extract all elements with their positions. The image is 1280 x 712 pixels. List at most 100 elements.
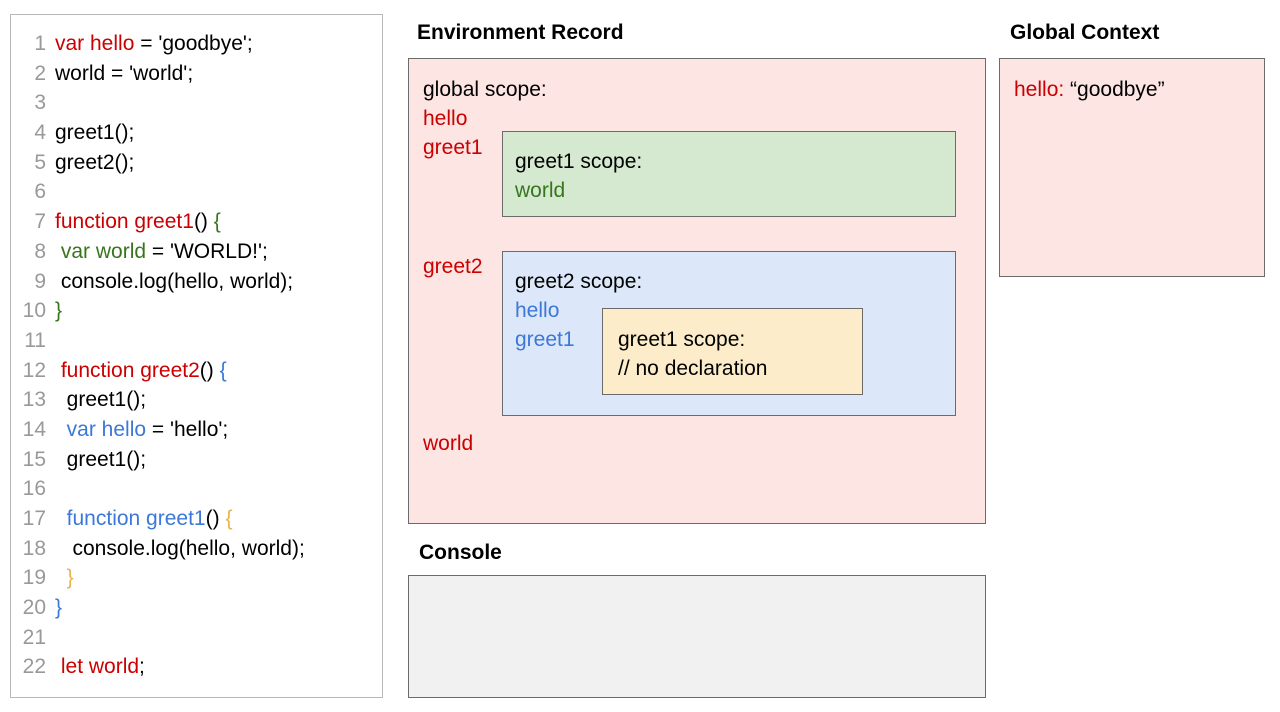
global-context-title: Global Context <box>1010 21 1160 44</box>
line-number: 3 <box>34 91 46 115</box>
code-token <box>55 418 67 441</box>
code-line: 11 <box>11 326 382 356</box>
code-token: function greet2 <box>60 358 200 382</box>
global-context-entry-value: “goodbye” <box>1070 78 1165 101</box>
code-line-text: greet1(); <box>55 445 146 475</box>
code-token: () <box>205 507 226 530</box>
code-line-text: console.log(hello, world); <box>55 534 305 564</box>
code-line: 9 console.log(hello, world); <box>11 267 382 297</box>
code-line-text: function greet1() { <box>55 504 233 534</box>
greet2-binding-hello: hello <box>515 299 560 322</box>
code-line-text: greet1(); <box>55 118 134 148</box>
code-token: console.log(hello, world); <box>55 269 294 293</box>
global-binding-greet2: greet2 <box>423 255 483 278</box>
line-number: 2 <box>34 61 46 85</box>
code-line: 14 var hello = 'hello'; <box>11 415 382 445</box>
line-number: 16 <box>22 477 46 501</box>
code-line: 15 greet1(); <box>11 445 382 475</box>
code-line-text: function greet2() { <box>55 356 227 386</box>
environment-record-title: Environment Record <box>417 21 624 44</box>
line-number: 17 <box>22 507 46 530</box>
code-token: } <box>55 299 63 323</box>
console-output-box[interactable] <box>408 575 986 698</box>
line-number: 6 <box>34 180 46 204</box>
line-number: 12 <box>22 358 46 382</box>
greet1-inner-scope-box: greet1 scope: // no declaration <box>602 308 863 395</box>
global-context-entry-key: hello: <box>1014 78 1065 101</box>
code-line-text: } <box>55 593 62 623</box>
line-number: 20 <box>22 596 46 620</box>
code-token: () <box>199 358 220 382</box>
code-token: function greet1 <box>55 210 194 234</box>
console-title: Console <box>419 541 502 564</box>
greet2-scope-box: greet2 scope: hello greet1 greet1 scope:… <box>502 251 956 416</box>
code-line: 2 world = 'world'; <box>11 59 382 89</box>
code-token: greet1(); <box>55 388 147 412</box>
global-scope-heading: global scope: <box>423 78 547 101</box>
global-binding-hello: hello <box>423 107 468 130</box>
code-token: var hello <box>55 32 135 55</box>
global-binding-greet1: greet1 <box>423 136 483 159</box>
greet1-scope-heading: greet1 scope: <box>515 150 643 173</box>
line-number: 8 <box>34 239 46 263</box>
line-number: 9 <box>34 269 46 293</box>
code-token: greet1(); <box>55 121 135 145</box>
code-token: greet2(); <box>55 150 135 174</box>
code-line-text: function greet1() { <box>55 207 221 237</box>
line-number: 1 <box>34 32 46 55</box>
line-number: 7 <box>34 210 46 234</box>
code-line: 5 greet2(); <box>11 148 382 178</box>
greet1-binding-world: world <box>515 179 566 202</box>
code-editor-panel[interactable]: 1 var hello = 'goodbye'; 2 world = 'world';… <box>10 14 383 698</box>
greet1-scope-box: greet1 scope: world <box>502 131 956 217</box>
code-token: world = 'world'; <box>55 61 194 85</box>
line-number: 14 <box>22 417 46 441</box>
greet1-inner-scope-note: // no declaration <box>618 357 768 380</box>
code-line: 22 let world; <box>11 652 382 682</box>
code-line: 10} <box>11 296 382 326</box>
line-number: 5 <box>34 150 46 174</box>
greet2-binding-greet1: greet1 <box>515 328 575 351</box>
code-line: 20} <box>11 593 382 623</box>
code-line-text: world = 'world'; <box>55 59 193 89</box>
code-token: var world <box>60 239 147 263</box>
code-line: 6 <box>11 177 382 207</box>
code-line: 18 console.log(hello, world); <box>11 534 382 564</box>
environment-record-box: global scope: hello greet1 greet2 world … <box>408 58 986 524</box>
code-line-text: greet1(); <box>55 385 146 415</box>
code-line-text: console.log(hello, world); <box>55 267 293 297</box>
code-line-text: let world; <box>55 652 145 682</box>
code-line: 12 function greet2() { <box>11 356 382 386</box>
line-number: 18 <box>22 536 46 560</box>
code-token: () <box>193 210 214 234</box>
code-line: 16 <box>11 474 382 504</box>
code-line-text: } <box>55 563 74 593</box>
code-line-text: var hello = 'goodbye'; <box>55 29 253 59</box>
greet2-scope-heading: greet2 scope: <box>515 270 643 293</box>
code-token: { <box>225 507 233 530</box>
code-token: { <box>219 358 227 382</box>
code-token <box>55 507 67 530</box>
code-line: 21 <box>11 623 382 653</box>
code-token: console.log(hello, world); <box>55 536 305 560</box>
line-number: 21 <box>22 625 46 649</box>
code-token: = 'WORLD!'; <box>146 239 268 263</box>
global-context-box: hello: “goodbye” <box>999 58 1265 277</box>
code-token: = 'goodbye'; <box>134 32 253 55</box>
code-token: = 'hello'; <box>146 417 229 441</box>
code-token: { <box>213 210 221 234</box>
line-number: 19 <box>22 566 46 590</box>
code-line: 17 function greet1() { <box>11 504 382 534</box>
greet1-inner-scope-heading: greet1 scope: <box>618 328 746 351</box>
code-token: } <box>55 596 63 620</box>
code-line: 1 var hello = 'goodbye'; <box>11 29 382 59</box>
line-number: 22 <box>22 655 46 679</box>
code-token <box>55 566 67 589</box>
code-line: 8 var world = 'WORLD!'; <box>11 237 382 267</box>
line-number: 10 <box>22 299 46 323</box>
code-token: function greet1 <box>66 507 206 530</box>
line-number: 13 <box>22 388 46 412</box>
global-binding-world: world <box>423 432 474 455</box>
code-token: } <box>66 566 74 590</box>
